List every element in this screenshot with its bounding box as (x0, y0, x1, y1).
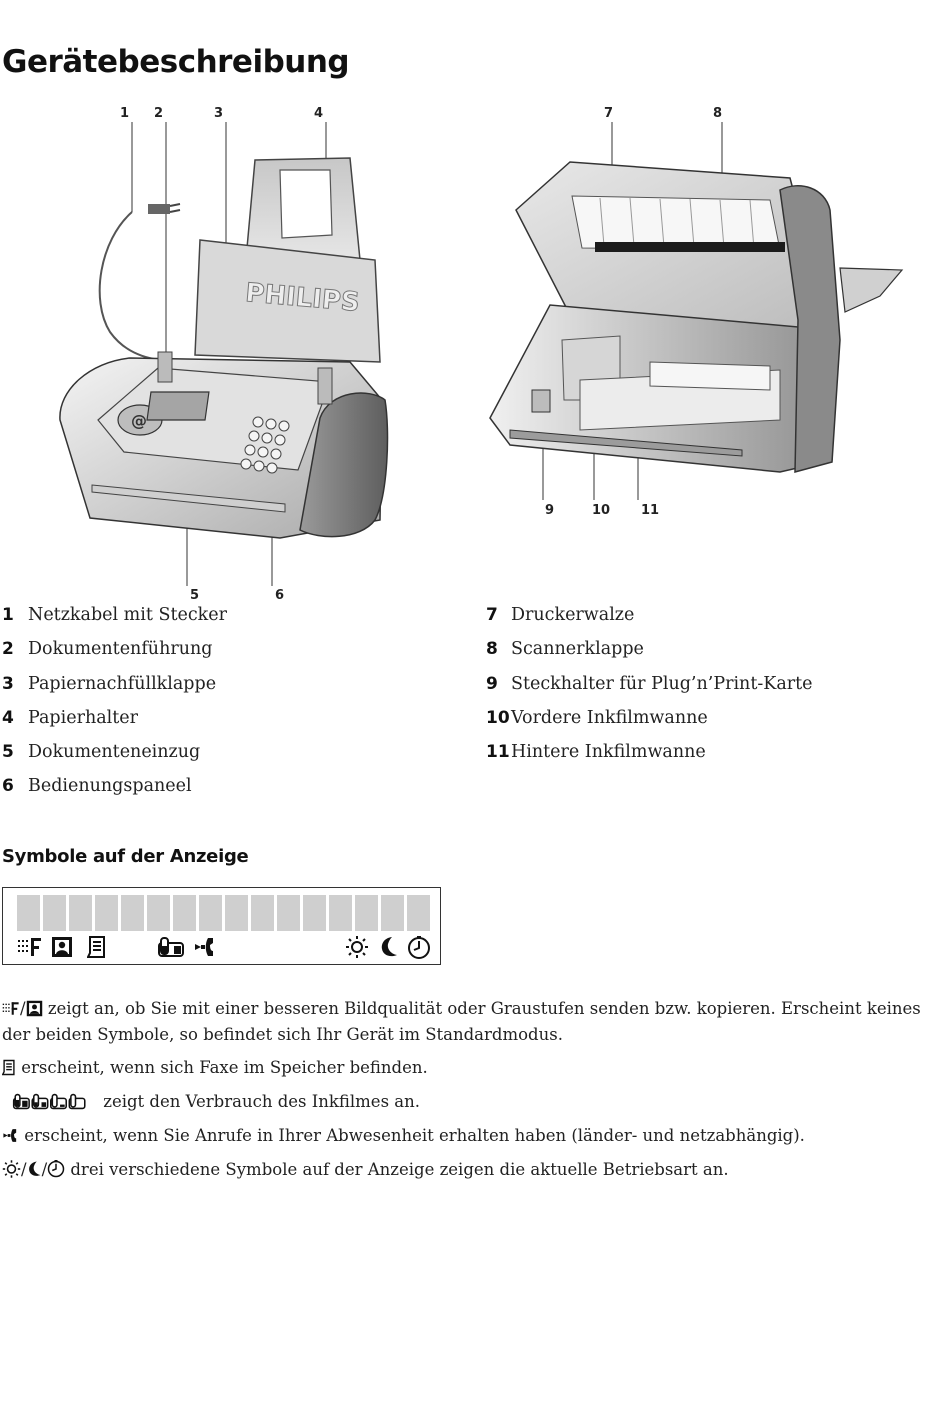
symbol-separator: / (21, 1160, 27, 1179)
legend-item: 11 Hintere Inkfilmwanne (486, 742, 813, 776)
legend-number: 1 (2, 605, 14, 625)
sun-icon (2, 1160, 21, 1178)
callout-7: 7 (604, 106, 614, 121)
legend-item: 7 Druckerwalze (486, 605, 813, 639)
legend-label: Papiernachfüllklappe (28, 673, 217, 694)
clock-icon (47, 1160, 65, 1178)
legend-label: Bedienungspaneel (28, 776, 192, 797)
lcd-cell (43, 895, 66, 931)
legend-item: 3 Papiernachfüllklappe (2, 674, 227, 708)
legend-label: Netzkabel mit Stecker (28, 605, 227, 625)
legend-item: 2 Dokumentenführung (2, 639, 227, 673)
callout-3: 3 (214, 106, 224, 121)
lcd-cell (17, 895, 40, 931)
description-quality-text: zeigt an, ob Sie mit einer besseren Bild… (2, 999, 921, 1044)
lcd-cell (355, 895, 378, 931)
lcd-display (2, 887, 441, 965)
svg-text:@: @ (131, 411, 147, 430)
sun-icon (346, 936, 368, 958)
page-title: Gerätebeschreibung (2, 44, 350, 80)
symbol-separator: / (41, 1160, 48, 1179)
fine-resolution-icon (2, 1002, 19, 1015)
clock-icon (408, 936, 430, 959)
lcd-cell (407, 895, 430, 931)
legend-right: 7 Druckerwalze 8 Scannerklappe 9 Steckha… (486, 605, 813, 776)
lcd-cell (147, 895, 170, 931)
legend-label: Druckerwalze (511, 605, 635, 625)
callout-9: 9 (545, 503, 555, 518)
photo-icon (52, 937, 72, 957)
description-mode-text: drei verschiedene Symbole auf der Anzeig… (70, 1160, 729, 1179)
description-inkfilm-text: zeigt den Verbrauch des Inkfilmes an. (103, 1092, 420, 1111)
lcd-cell (329, 895, 352, 931)
legend-number: 4 (2, 707, 14, 728)
legend-item: 10 Vordere Inkfilmwanne (486, 708, 813, 742)
legend-label: Dokumentenführung (28, 639, 213, 660)
legend-number: 8 (486, 639, 498, 660)
legend-label: Hintere Inkfilmwanne (511, 742, 706, 763)
legend-number: 6 (2, 776, 14, 797)
fax-device-open-illustration (489, 122, 904, 500)
lcd-cell (121, 895, 144, 931)
description-calls-text: erscheint, wenn Sie Anrufe in Ihrer Abwe… (24, 1126, 805, 1145)
legend-label: Dokumenteneinzug (28, 742, 201, 763)
callout-8: 8 (713, 106, 723, 121)
callout-1: 1 (120, 106, 130, 121)
legend-left: 1 Netzkabel mit Stecker 2 Dokumentenführ… (2, 605, 227, 811)
description-memory-text: erscheint, wenn sich Faxe im Speicher be… (21, 1058, 428, 1077)
ink-film-icon (158, 937, 184, 957)
callout-2: 2 (154, 106, 164, 121)
legend-item: 6 Bedienungspaneel (2, 776, 227, 810)
description-calls: erscheint, wenn Sie Anrufe in Ihrer Abwe… (2, 1123, 942, 1149)
fine-resolution-icon (18, 938, 41, 956)
legend-number: 10 (486, 707, 510, 728)
lcd-cell (251, 895, 274, 931)
description-mode: / / drei verschiedene Symbole auf der An… (2, 1157, 942, 1183)
legend-number: 9 (486, 673, 498, 694)
legend-number: 2 (2, 639, 14, 660)
lcd-cell (95, 895, 118, 931)
legend-item: 4 Papierhalter (2, 708, 227, 742)
callout-6: 6 (275, 588, 285, 603)
lcd-cell (277, 895, 300, 931)
fax-memory-icon (87, 936, 105, 958)
missed-call-icon (3, 1129, 17, 1142)
moon-icon (28, 1161, 41, 1176)
legend-item: 9 Steckhalter für Plug’n’Print-Karte (486, 674, 813, 708)
description-quality: / zeigt an, ob Sie mit einer besseren Bi… (2, 996, 942, 1048)
lcd-cell (381, 895, 404, 931)
description-inkfilm: zeigt den Verbrauch des Inkfilmes an. (2, 1089, 942, 1115)
legend-number: 11 (486, 742, 510, 763)
legend-item: 5 Dokumenteneinzug (2, 742, 227, 776)
photo-icon (26, 1000, 42, 1017)
callout-11: 11 (641, 503, 660, 518)
lcd-character-cells (17, 895, 430, 931)
legend-label: Steckhalter für Plug’n’Print-Karte (511, 673, 813, 694)
legend-number: 7 (486, 605, 498, 625)
legend-item: 8 Scannerklappe (486, 639, 813, 673)
ink-film-levels-icon (12, 1093, 86, 1110)
missed-call-icon (195, 938, 213, 956)
description-memory: erscheint, wenn sich Faxe im Speicher be… (2, 1055, 942, 1081)
lcd-cell (173, 895, 196, 931)
lcd-cell (225, 895, 248, 931)
lcd-cell (199, 895, 222, 931)
legend-label: Scannerklappe (511, 639, 644, 660)
fax-memory-icon (2, 1059, 15, 1076)
moon-icon (381, 937, 397, 957)
section-heading-symbols: Symbole auf der Anzeige (2, 846, 249, 867)
legend-label: Vordere Inkfilmwanne (511, 707, 708, 728)
lcd-cell (69, 895, 92, 931)
legend-number: 3 (2, 673, 14, 694)
legend-label: Papierhalter (28, 707, 138, 728)
legend-number: 5 (2, 742, 14, 763)
legend-item: 1 Netzkabel mit Stecker (2, 605, 227, 639)
fax-device-closed-illustration: PHILIPS @ (59, 122, 389, 586)
lcd-cell (303, 895, 326, 931)
callout-4: 4 (314, 106, 324, 121)
callout-5: 5 (190, 588, 200, 603)
callout-10: 10 (592, 503, 611, 518)
symbol-separator: / (20, 999, 26, 1018)
